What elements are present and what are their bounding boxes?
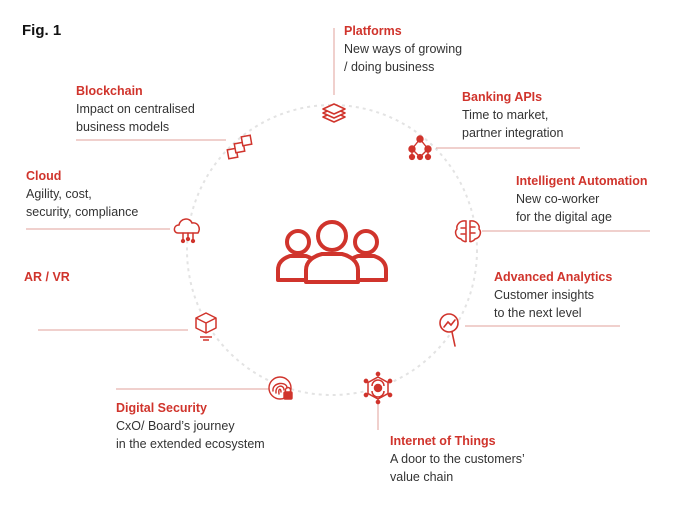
label-platforms-title: Platforms [344, 24, 402, 38]
figure-label: Fig. 1 [22, 22, 62, 39]
label-platforms: Platforms New ways of growing / doing bu… [344, 22, 462, 76]
label-intelligent-automation-title: Intelligent Automation [516, 174, 648, 188]
label-internet-of-things-title: Internet of Things [390, 434, 496, 448]
hologram-cube-icon [195, 312, 217, 341]
label-blockchain: Blockchain Impact on centralised busines… [76, 82, 195, 136]
ring-circle [186, 104, 478, 396]
connector-lines [26, 28, 650, 430]
label-intelligent-automation-desc: New co-worker for the digital age [516, 192, 612, 224]
label-banking-apis-desc: Time to market, partner integration [462, 108, 564, 140]
label-internet-of-things: Internet of Things A door to the custome… [390, 432, 525, 486]
label-banking-apis: Banking APIs Time to market, partner int… [462, 88, 563, 142]
label-internet-of-things-desc: A door to the customers’ value chain [390, 452, 525, 484]
fingerprint-lock-icon [268, 376, 293, 400]
label-advanced-analytics-title: Advanced Analytics [494, 270, 613, 284]
label-digital-security-desc: CxO/ Board’s journey in the extended eco… [116, 419, 265, 451]
stacked-layers-icon [322, 103, 346, 123]
label-advanced-analytics: Advanced Analytics Customer insights to … [494, 268, 612, 322]
label-cloud: Cloud Agility, cost, security, complianc… [26, 167, 138, 221]
label-cloud-desc: Agility, cost, security, compliance [26, 187, 139, 219]
label-digital-security: Digital Security CxO/ Board’s journey in… [116, 399, 265, 453]
label-intelligent-automation: Intelligent Automation New co-worker for… [516, 172, 647, 226]
label-advanced-analytics-desc: Customer insights to the next level [494, 288, 595, 320]
cloud-network-icon [173, 218, 200, 244]
magnifier-chart-icon [439, 313, 459, 347]
brain-chip-icon [454, 220, 482, 243]
label-digital-security-title: Digital Security [116, 401, 207, 415]
label-cloud-title: Cloud [26, 169, 62, 183]
label-banking-apis-title: Banking APIs [462, 90, 543, 104]
label-platforms-desc: New ways of growing / doing business [344, 42, 463, 74]
label-ar-vr: AR / VR [24, 268, 70, 286]
iot-hub-icon [363, 371, 393, 405]
api-network-icon [408, 135, 432, 161]
label-blockchain-title: Blockchain [76, 84, 143, 98]
group-people-icon [276, 220, 388, 284]
chain-blocks-icon [226, 134, 253, 160]
label-ar-vr-title: AR / VR [24, 270, 70, 284]
label-blockchain-desc: Impact on centralised business models [76, 102, 195, 134]
